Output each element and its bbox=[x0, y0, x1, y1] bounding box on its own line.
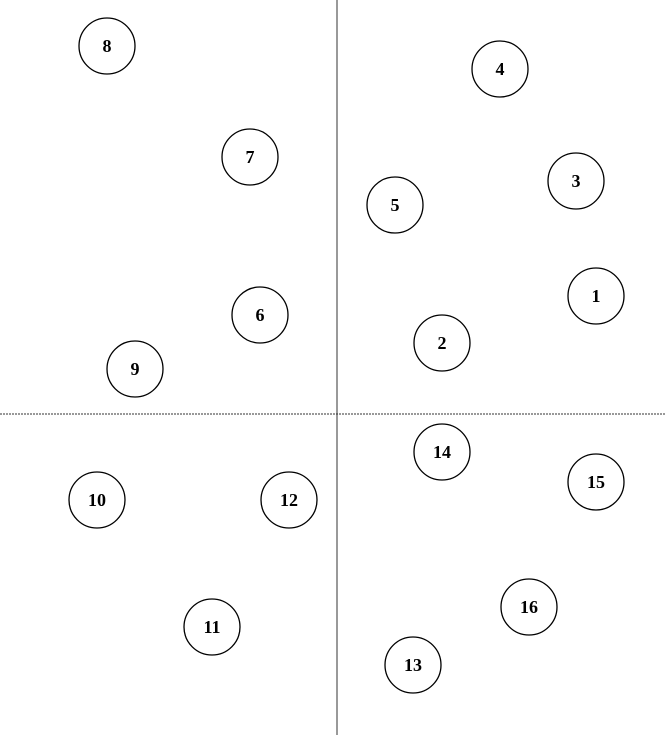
node-8: 8 bbox=[78, 17, 136, 75]
node-11-label: 11 bbox=[203, 617, 220, 637]
node-9-label: 9 bbox=[131, 359, 140, 379]
node-11: 11 bbox=[183, 598, 241, 656]
node-1: 1 bbox=[567, 267, 625, 325]
node-13-circle bbox=[384, 636, 442, 694]
node-16-circle bbox=[500, 578, 558, 636]
node-8-circle bbox=[78, 17, 136, 75]
node-7: 7 bbox=[221, 128, 279, 186]
node-4: 4 bbox=[471, 40, 529, 98]
node-14-circle bbox=[413, 423, 471, 481]
node-1-circle bbox=[567, 267, 625, 325]
node-10-circle bbox=[68, 471, 126, 529]
node-6: 6 bbox=[231, 286, 289, 344]
node-1-label: 1 bbox=[592, 286, 601, 306]
node-9: 9 bbox=[106, 340, 164, 398]
node-5: 5 bbox=[366, 176, 424, 234]
node-12: 12 bbox=[260, 471, 318, 529]
node-13-label: 13 bbox=[404, 655, 422, 675]
node-2-circle bbox=[413, 314, 471, 372]
node-15-label: 15 bbox=[587, 472, 605, 492]
node-12-circle bbox=[260, 471, 318, 529]
node-16: 16 bbox=[500, 578, 558, 636]
node-8-label: 8 bbox=[103, 36, 112, 56]
node-11-circle bbox=[183, 598, 241, 656]
node-6-label: 6 bbox=[256, 305, 265, 325]
node-7-circle bbox=[221, 128, 279, 186]
node-4-label: 4 bbox=[496, 59, 505, 79]
node-5-label: 5 bbox=[391, 195, 400, 215]
node-15: 15 bbox=[567, 453, 625, 511]
node-7-label: 7 bbox=[246, 147, 255, 167]
node-14-label: 14 bbox=[433, 442, 451, 462]
node-16-label: 16 bbox=[520, 597, 538, 617]
node-4-circle bbox=[471, 40, 529, 98]
node-10-label: 10 bbox=[88, 490, 106, 510]
node-10: 10 bbox=[68, 471, 126, 529]
node-2-label: 2 bbox=[438, 333, 447, 353]
node-15-circle bbox=[567, 453, 625, 511]
node-3-label: 3 bbox=[572, 171, 581, 191]
node-5-circle bbox=[366, 176, 424, 234]
node-3: 3 bbox=[547, 152, 605, 210]
node-9-circle bbox=[106, 340, 164, 398]
node-14: 14 bbox=[413, 423, 471, 481]
node-13: 13 bbox=[384, 636, 442, 694]
node-3-circle bbox=[547, 152, 605, 210]
node-2: 2 bbox=[413, 314, 471, 372]
node-12-label: 12 bbox=[280, 490, 298, 510]
node-6-circle bbox=[231, 286, 289, 344]
